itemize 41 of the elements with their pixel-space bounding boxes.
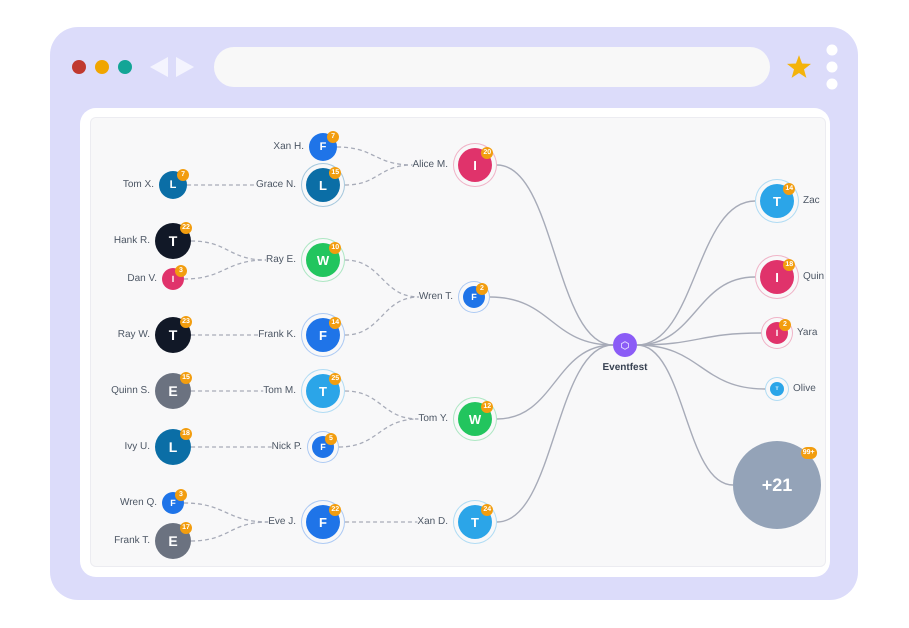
person-name: Ivy U.	[124, 441, 150, 453]
person-name: Grace N.	[256, 179, 296, 191]
person-name: Wren T.	[418, 291, 453, 303]
connector-line	[190, 521, 268, 542]
connector-line	[490, 296, 614, 346]
person-name: Frank K.	[258, 329, 296, 341]
person-name: Xan D.	[417, 516, 448, 528]
person-name: Dan V.	[127, 273, 157, 285]
connector-line	[187, 184, 256, 186]
connector-line	[338, 418, 418, 448]
connector-line	[184, 259, 266, 280]
person-name: Hank R.	[114, 235, 150, 247]
person-name: Wren Q.	[120, 497, 157, 509]
connector-line	[344, 164, 412, 186]
person-name: Olive	[793, 383, 816, 395]
person-name: Tom Y.	[418, 413, 448, 425]
connector-line	[344, 390, 418, 420]
person-name: Nick P.	[272, 441, 302, 453]
person-name: Zac	[803, 195, 820, 207]
person-name: Tom X.	[122, 179, 154, 191]
person-name: Xan H.	[273, 141, 304, 153]
connector-line	[496, 344, 614, 523]
person-name: Quinn S.	[111, 385, 150, 397]
person-name: Eve J.	[268, 516, 296, 528]
person-name: Quin	[803, 271, 824, 283]
connector-line	[636, 200, 756, 346]
person-name: Frank T.	[114, 535, 150, 547]
connector-line	[191, 446, 272, 448]
connector-line	[190, 240, 266, 261]
connector-line	[191, 334, 258, 336]
connector-line	[636, 344, 734, 486]
connector-line	[191, 390, 264, 392]
person-name: Tom M.	[263, 385, 296, 397]
hub-label: Eventfest	[602, 362, 648, 374]
connector-line	[344, 296, 419, 336]
connector-line	[496, 164, 614, 346]
person-name: Ray E.	[266, 254, 296, 266]
connector-line	[345, 521, 418, 523]
person-name: Yara	[797, 327, 818, 339]
person-name: Alice M.	[412, 159, 448, 171]
person-name: Ray W.	[118, 329, 150, 341]
